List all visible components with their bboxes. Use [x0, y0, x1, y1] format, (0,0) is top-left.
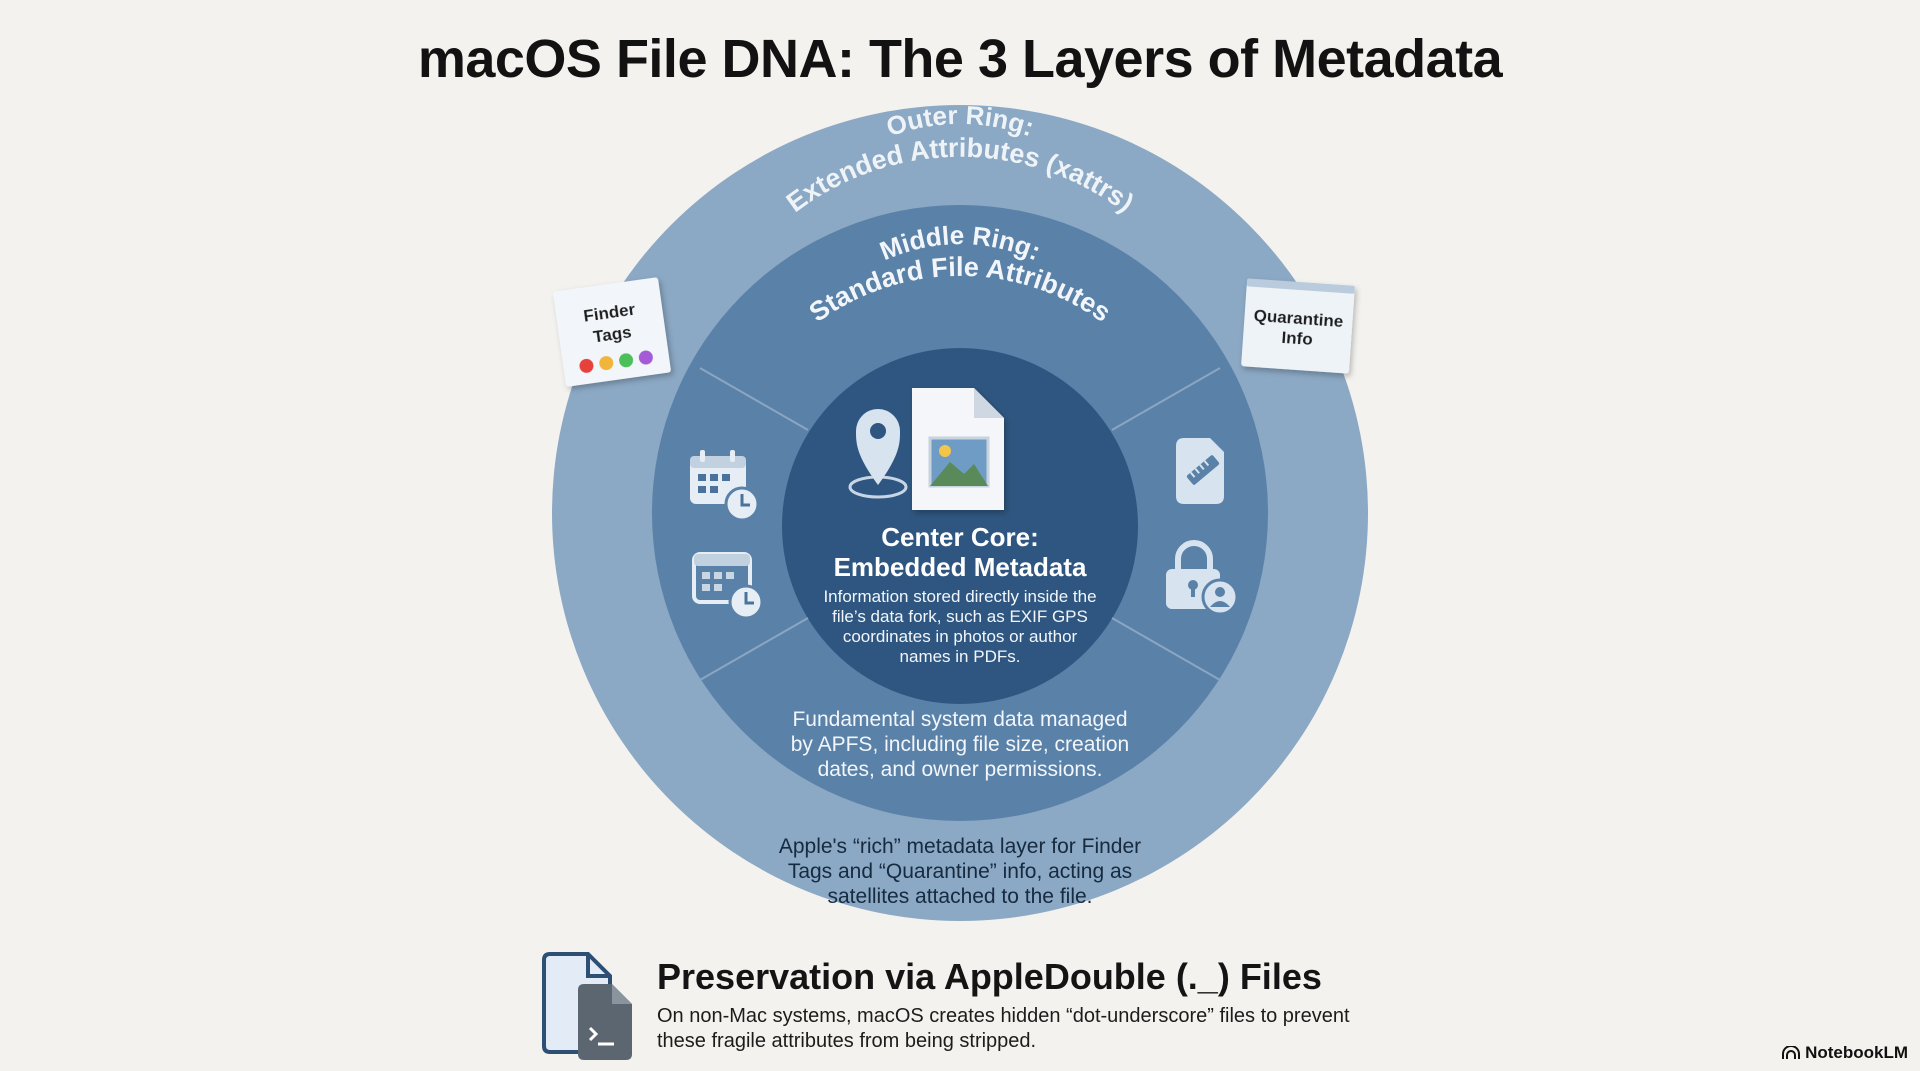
footer-description: On non-Mac systems, macOS creates hidden… — [657, 1005, 1350, 1052]
brand-label: NotebookLM — [1805, 1043, 1908, 1062]
quarantine-info-satellite: Quarantine Info — [1241, 278, 1355, 374]
tag-dot-yellow — [599, 356, 614, 371]
quarantine-line2: Info — [1281, 328, 1313, 349]
tag-dot-red — [579, 358, 594, 373]
svg-text:dates, and owner permissions.: dates, and owner permissions. — [818, 758, 1103, 781]
location-pin-icon — [848, 409, 908, 499]
outer-ring-description: Apple's “rich” metadata layer for Finder… — [779, 835, 1141, 908]
middle-ring-dividers — [699, 367, 1221, 681]
center-core-title: Center Core: — [881, 522, 1038, 552]
notebooklm-logo-icon — [1782, 1046, 1801, 1059]
svg-text:Apple's “rich” metadata layer: Apple's “rich” metadata layer for Finder — [779, 835, 1141, 858]
svg-text:file’s data fork, such as EXIF: file’s data fork, such as EXIF GPS — [832, 607, 1088, 626]
svg-text:Information stored directly in: Information stored directly inside the — [823, 587, 1096, 606]
svg-text:Tags and “Quarantine” info, ac: Tags and “Quarantine” info, acting as — [788, 860, 1132, 883]
tag-dot-purple — [638, 350, 653, 365]
svg-text:satellites attached to the fil: satellites attached to the file. — [828, 885, 1093, 908]
calendar-clock-icon — [692, 552, 764, 620]
ruler-document-icon — [1176, 438, 1224, 504]
middle-ring-description: Fundamental system data managed by APFS,… — [791, 708, 1130, 781]
page-title: macOS File DNA: The 3 Layers of Metadata — [417, 29, 1503, 89]
svg-text:coordinates in photos or autho: coordinates in photos or author — [843, 627, 1078, 646]
appledouble-file-icon — [542, 952, 632, 1060]
lock-user-icon — [1166, 540, 1239, 616]
svg-text:by APFS, including file size,: by APFS, including file size, creation — [791, 733, 1130, 756]
footer-title: Preservation via AppleDouble (._) Files — [657, 956, 1322, 997]
calendar-clock-icon — [690, 450, 760, 522]
tag-dot-green — [619, 353, 634, 368]
finder-tags-satellite: Finder Tags — [553, 277, 671, 387]
svg-text:Fundamental system data manage: Fundamental system data managed — [792, 708, 1127, 731]
center-core-description: Information stored directly inside the f… — [823, 587, 1096, 666]
image-file-icon — [912, 388, 1004, 510]
center-core-subtitle: Embedded Metadata — [834, 552, 1087, 582]
notebooklm-brand: NotebookLM — [1782, 1043, 1908, 1063]
svg-text:names in PDFs.: names in PDFs. — [900, 647, 1021, 666]
